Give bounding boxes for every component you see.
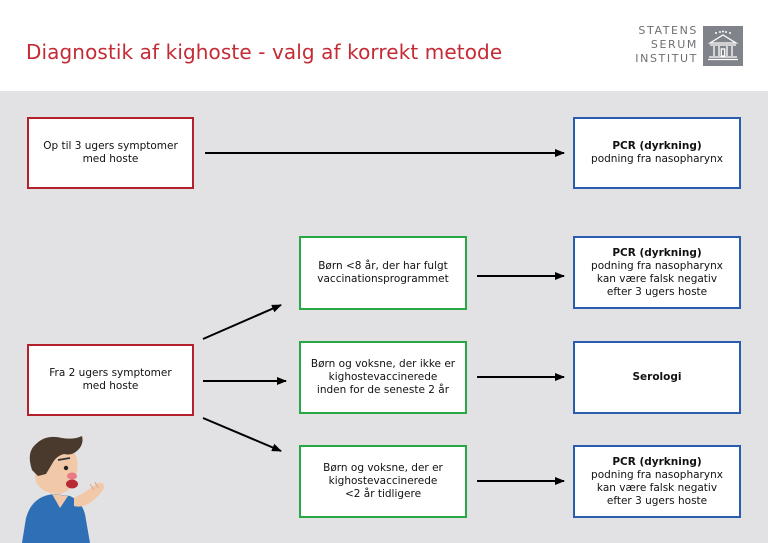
box-text-line: kighostevaccinerede: [328, 475, 438, 487]
building-logo-icon: [703, 26, 743, 66]
result-box-pcr-2: PCR (dyrkning) podning fra nasopharynx k…: [573, 236, 741, 309]
box-text-line: med hoste: [82, 153, 139, 165]
header: Diagnostik af kighoste - valg af korrekt…: [0, 0, 768, 91]
result-title: PCR (dyrkning): [612, 140, 702, 152]
logo-text: STATENS SERUM INSTITUT: [630, 24, 698, 66]
box-text-line: med hoste: [82, 380, 139, 392]
box-text-line: efter 3 ugers hoste: [606, 494, 708, 507]
ssi-logo: STATENS SERUM INSTITUT: [630, 24, 745, 68]
result-box-serologi: Serologi: [573, 341, 741, 414]
box-text-line: <2 år tidligere: [344, 488, 422, 500]
result-box-pcr-4: PCR (dyrkning) podning fra nasopharynx k…: [573, 445, 741, 518]
box-text-line: kan være falsk negativ: [596, 272, 718, 285]
page-title: Diagnostik af kighoste - valg af korrekt…: [26, 40, 503, 64]
arrow-start-long-to-children: [202, 304, 282, 340]
box-text-line: Op til 3 ugers symptomer: [43, 140, 178, 152]
box-text-line: Fra 2 ugers symptomer: [49, 367, 172, 379]
box-text-line: podning fra nasopharynx: [591, 468, 723, 481]
group-box-recently-vaccinated: Børn og voksne, der er kighostevaccinere…: [299, 445, 467, 518]
result-title: PCR (dyrkning): [612, 246, 702, 259]
result-box-pcr-1: PCR (dyrkning) podning fra nasopharynx: [573, 117, 741, 189]
box-text-line: Børn og voksne, der ikke er: [310, 358, 456, 370]
box-text-line: inden for de seneste 2 år: [316, 384, 450, 396]
box-text-line: podning fra nasopharynx: [591, 259, 723, 272]
logo-line: STATENS: [638, 24, 698, 37]
box-text-line: kan være falsk negativ: [596, 481, 718, 494]
box-text-line: kighostevaccinerede: [328, 371, 438, 383]
coughing-person-icon: [22, 436, 104, 543]
group-box-unvaccinated: Børn og voksne, der ikke er kighostevacc…: [299, 341, 467, 414]
box-text-line: efter 3 ugers hoste: [606, 285, 708, 298]
box-text-line: Børn <8 år, der har fulgt: [318, 260, 448, 272]
group-box-children-vaccinated: Børn <8 år, der har fulgt vaccinationspr…: [299, 236, 467, 310]
box-text-line: podning fra nasopharynx: [591, 153, 723, 165]
logo-line: INSTITUT: [635, 52, 698, 65]
start-box-short-symptoms: Op til 3 ugers symptomer med hoste: [27, 117, 194, 189]
result-title: PCR (dyrkning): [612, 455, 702, 468]
logo-line: SERUM: [650, 38, 698, 51]
start-box-long-symptoms: Fra 2 ugers symptomer med hoste: [27, 344, 194, 416]
arrow-start-long-to-recent: [202, 417, 282, 452]
box-text-line: vaccinationsprogrammet: [317, 273, 449, 285]
box-text-line: Børn og voksne, der er: [323, 462, 443, 474]
result-title: Serologi: [632, 371, 682, 383]
